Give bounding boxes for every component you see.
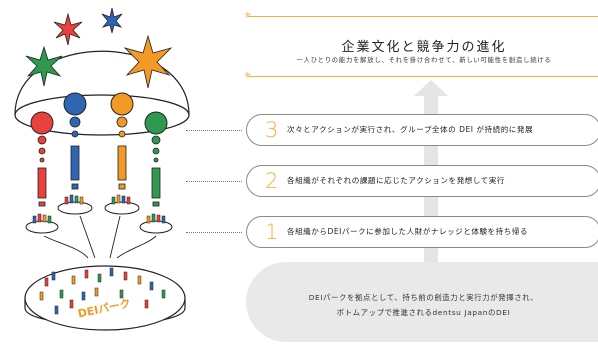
page-title: 企業文化と競争力の進化 — [341, 40, 507, 55]
column-blue — [57, 92, 93, 215]
dei-illustration: DEIパーク — [14, 7, 190, 331]
people-cluster-green — [146, 213, 166, 224]
step-2-number: 2 — [265, 169, 279, 193]
star-blue-icon — [101, 7, 123, 34]
people-cluster-orange — [111, 194, 131, 205]
header-bottom-line — [248, 76, 598, 77]
foundation-line-2: ボトムアップで推進されるdentsu JapanのDEI — [336, 308, 511, 317]
star-red-icon — [53, 12, 83, 46]
step-1-number: 1 — [265, 220, 279, 244]
step-3-number: 3 — [265, 118, 279, 142]
people-cluster-blue — [64, 194, 84, 205]
column-orange — [104, 92, 140, 215]
step-2-text: 各組織がそれぞれの課題に応じたアクションを発想して実行 — [287, 176, 505, 185]
spark-icon-top: ✳ — [244, 12, 252, 21]
connector-arrows — [43, 215, 157, 259]
step-1-text: 各組織からDEIパークに参加した人財がナレッジと体験を持ち帰る — [287, 227, 529, 236]
step-3: 3 次々とアクションが実行され、グループ全体の DEI が持続的に発展 — [246, 114, 598, 146]
star-orange-icon — [123, 34, 173, 89]
step-2: 2 各組織がそれぞれの課題に応じたアクションを発想して実行 — [246, 165, 598, 197]
column-green — [139, 111, 173, 234]
foundation-box: DEIパークを拠点として、持ち前の創造力と実行力が発揮され、 ボトムアップで推進… — [246, 262, 598, 342]
platform-people — [39, 267, 166, 315]
spark-icon-bottom: ✳ — [244, 72, 252, 81]
people-cluster-red — [32, 213, 52, 224]
connector-step-1 — [186, 232, 242, 233]
dei-park-platform — [24, 265, 186, 331]
foundation-line-1: DEIパークを拠点として、持ち前の創造力と実行力が発揮され、 — [308, 293, 539, 302]
header-top-line — [248, 16, 598, 17]
step-1: 1 各組織からDEIパークに参加した人財がナレッジと体験を持ち帰る — [246, 216, 598, 248]
page-subtitle: 一人ひとりの能力を解放し、それを掛け合わせて、新しい可能性を創造し続ける — [296, 57, 552, 64]
dome-arc — [14, 50, 190, 116]
connector-step-3 — [186, 130, 242, 131]
star-green-icon — [25, 45, 63, 87]
connector-step-2 — [186, 181, 242, 182]
column-red — [25, 111, 59, 234]
step-3-text: 次々とアクションが実行され、グループ全体の DEI が持続的に発展 — [287, 125, 534, 134]
